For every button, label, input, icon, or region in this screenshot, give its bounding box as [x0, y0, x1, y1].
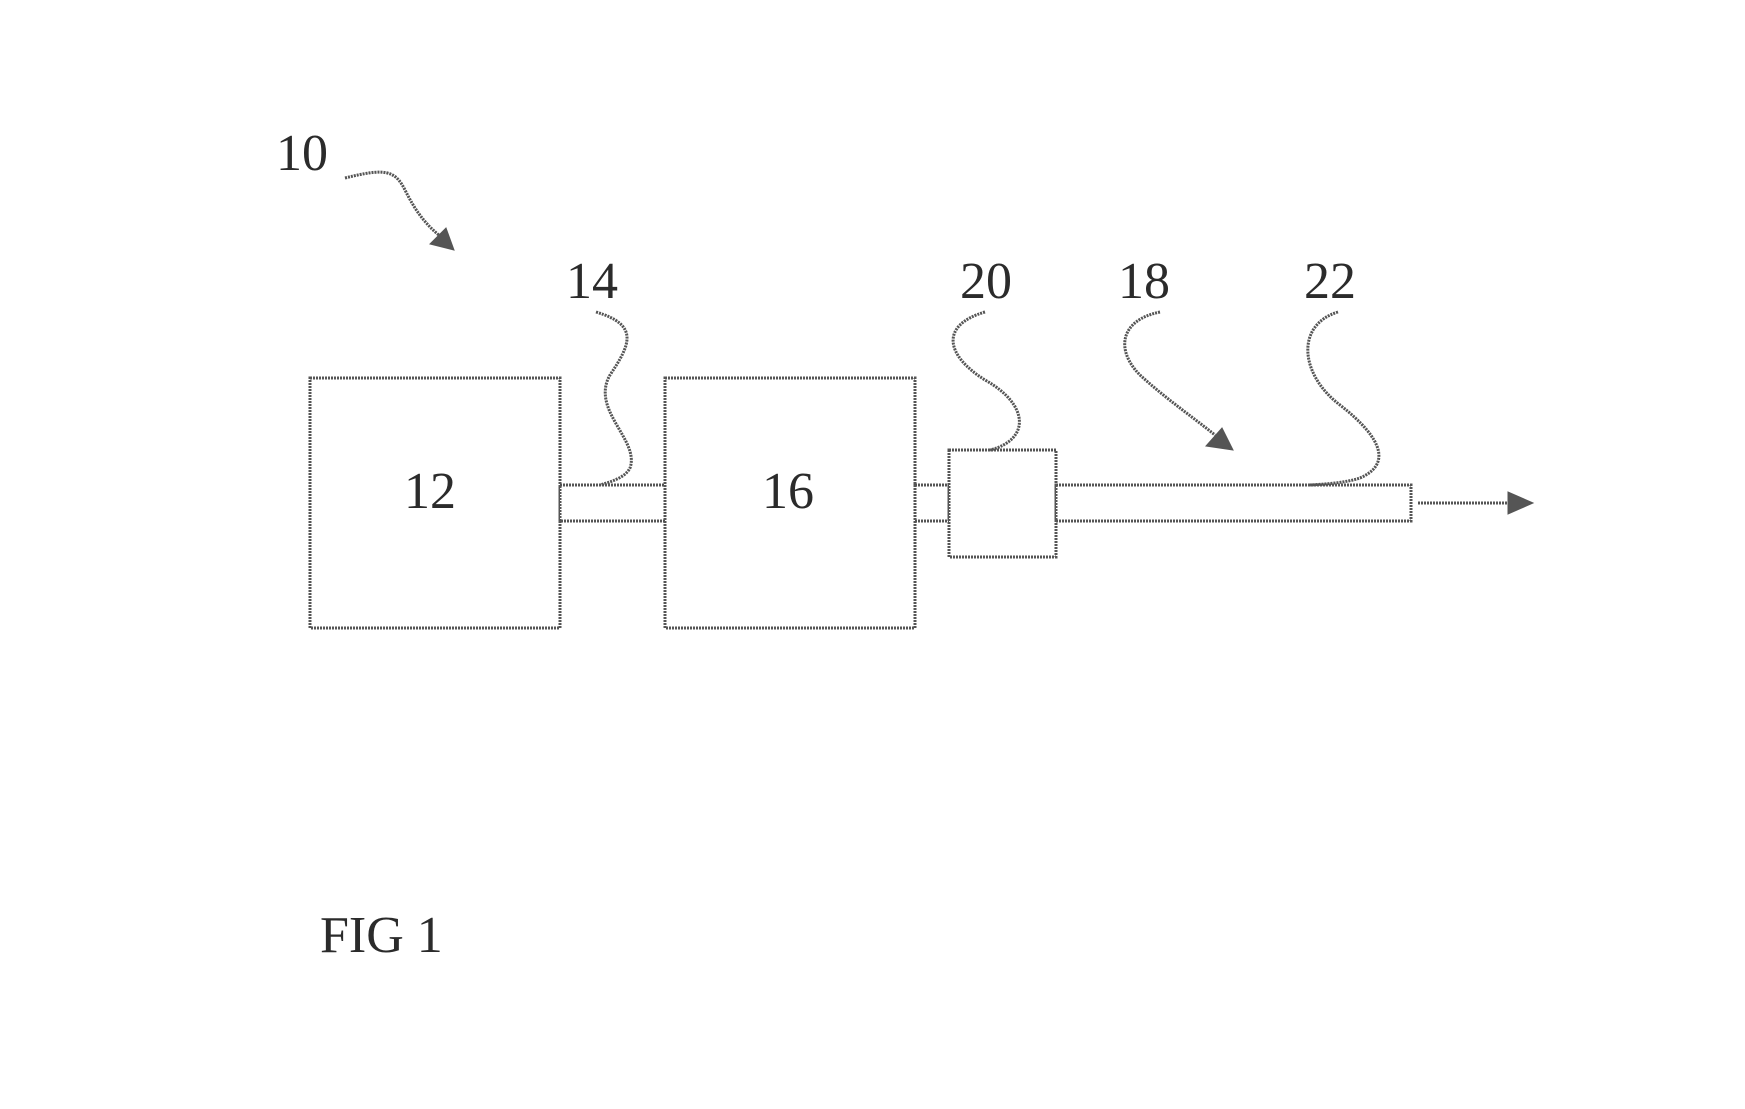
label-22: 22 — [1304, 253, 1356, 310]
fitting-20 — [949, 450, 1056, 557]
outlet-tube-22 — [1056, 485, 1411, 521]
leader-18 — [1125, 312, 1215, 435]
leader-20 — [953, 312, 1019, 450]
leader-22 — [1308, 312, 1379, 485]
label-18: 18 — [1118, 253, 1170, 310]
figure-caption: FIG 1 — [320, 907, 443, 964]
label-16: 16 — [762, 463, 814, 520]
conduit-14 — [560, 485, 665, 521]
leader-10 — [345, 172, 445, 240]
label-10: 10 — [276, 125, 328, 182]
flow-arrowhead-icon — [1508, 492, 1533, 514]
label-20: 20 — [960, 253, 1012, 310]
label-14: 14 — [566, 253, 618, 310]
connector-16-20 — [915, 485, 949, 521]
leader-14 — [596, 312, 631, 485]
label-12: 12 — [404, 463, 456, 520]
